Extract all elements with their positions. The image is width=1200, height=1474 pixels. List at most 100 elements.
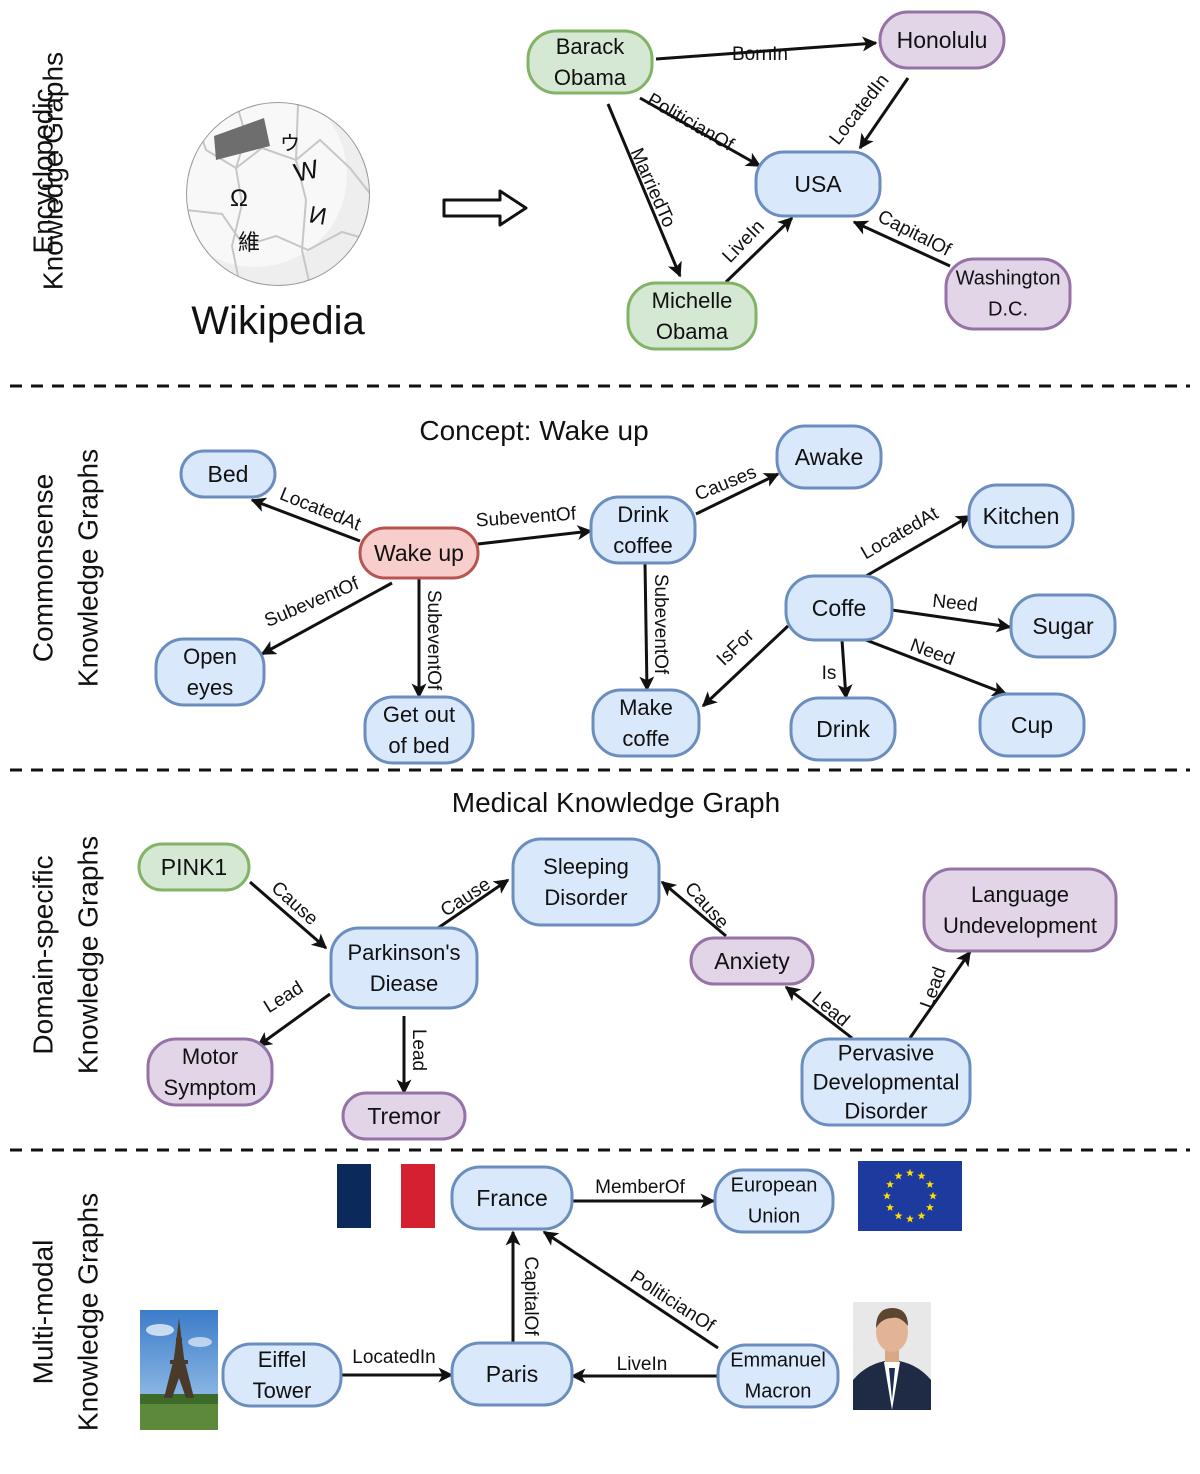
- eu-star-icon: [917, 1171, 926, 1180]
- node-label: Motor: [182, 1044, 238, 1069]
- node-shape: [589, 495, 697, 565]
- edge-macron-france: [542, 1230, 719, 1350]
- node-pink1: PINK1: [137, 842, 251, 892]
- hollow-arrow-icon: [442, 189, 528, 227]
- edge-label: LiveIn: [718, 216, 768, 267]
- macron-portrait-photo: [853, 1302, 931, 1410]
- node-label: Awake: [795, 444, 864, 470]
- edge-label: Lead: [807, 988, 853, 1031]
- eiffel-tower-photo: [140, 1310, 218, 1430]
- node-label: Honolulu: [897, 27, 988, 53]
- edge-label: LocatedAt: [277, 484, 365, 536]
- wikipedia-globe-icon: W Ω И 維 ウ: [186, 102, 370, 286]
- node-label: Symptom: [164, 1075, 257, 1100]
- node-label: Make: [619, 695, 673, 720]
- edge-label: Lead: [408, 1029, 429, 1071]
- node-label: Tower: [253, 1378, 312, 1403]
- edge-drinkcoffee-awake: [695, 472, 780, 516]
- node-shape: [591, 688, 701, 758]
- eu-star-icon: [906, 1168, 914, 1177]
- eu-star-icon: [894, 1211, 903, 1220]
- node-shape: [221, 1342, 343, 1408]
- node-label: Macron: [745, 1381, 812, 1403]
- node-shape: [526, 29, 654, 95]
- node-label: USA: [794, 171, 842, 197]
- node-coffe: Coffe: [784, 574, 894, 642]
- wiki-glyph: ウ: [280, 133, 300, 155]
- node-cup: Cup: [978, 692, 1086, 758]
- section-label-domain: Knowledge Graphs: [72, 836, 103, 1074]
- edge-washington-usa: [852, 220, 951, 268]
- edge-pervasive-anxiety: [784, 985, 853, 1040]
- node-label: Obama: [554, 65, 627, 90]
- node-label: Undevelopment: [943, 913, 1097, 938]
- node-label: Developmental: [813, 1070, 960, 1095]
- eu-star-icon: [886, 1180, 895, 1188]
- node-shape: [154, 637, 266, 707]
- eu-star-icon: [906, 1214, 914, 1223]
- edge-label: LocatedIn: [352, 1347, 435, 1368]
- node-label: Cup: [1011, 712, 1053, 738]
- node-label: European: [731, 1175, 818, 1197]
- section-label-multimodal: Knowledge Graphs: [72, 1193, 103, 1431]
- medical-title: Medical Knowledge Graph: [452, 787, 780, 818]
- node-bed: Bed: [179, 449, 277, 499]
- node-label: of bed: [388, 733, 449, 758]
- node-shape: [689, 936, 815, 986]
- edge-drinkcoffee-makecoffe: [639, 562, 655, 692]
- node-label: Wake up: [374, 540, 464, 566]
- eu-star-icon: [886, 1203, 895, 1211]
- section-dividers: [10, 384, 1190, 1152]
- edge-label: SubeventOf: [650, 574, 671, 675]
- node-label: Bed: [208, 461, 249, 487]
- node-label: Parkinson's: [347, 940, 460, 965]
- node-awake: Awake: [775, 424, 883, 490]
- node-label: Get out: [383, 702, 455, 727]
- node-shape: [358, 526, 480, 580]
- edge-parkinsons-sleeping: [437, 878, 510, 930]
- node-shape: [878, 10, 1006, 70]
- node-label: Barack: [556, 34, 625, 59]
- edge-label: MarriedTo: [626, 145, 680, 231]
- node-sugar: Sugar: [1009, 593, 1117, 659]
- node-label: coffee: [613, 533, 673, 558]
- node-tremor: Tremor: [341, 1091, 467, 1141]
- node-label: Kitchen: [983, 503, 1060, 529]
- section-label-multimodal: Multi-modal: [27, 1240, 58, 1385]
- eu-flag-icon: [858, 1161, 962, 1231]
- node-shape: [329, 926, 479, 1010]
- eu-star-icon: [894, 1171, 903, 1180]
- node-label: Sugar: [1032, 613, 1094, 639]
- node-label: Coffe: [812, 595, 867, 621]
- node-shape: [137, 842, 251, 892]
- edge-label: LiveIn: [617, 1354, 668, 1375]
- edge-michelle-usa: [724, 216, 794, 284]
- node-label: Drink: [816, 716, 870, 742]
- node-label: France: [476, 1185, 548, 1211]
- node-shape: [179, 449, 277, 499]
- eu-star-icon: [925, 1203, 934, 1211]
- node-honolulu: Honolulu: [878, 10, 1006, 70]
- node-label: Disorder: [844, 1099, 927, 1124]
- node-shape: [967, 483, 1075, 549]
- node-label: eyes: [187, 675, 233, 700]
- node-label: Diease: [370, 971, 438, 996]
- edge-label: IsFor: [713, 625, 759, 671]
- edge-label: LocatedIn: [826, 70, 894, 149]
- node-shape: [716, 1343, 840, 1409]
- edge-honolulu-usa: [858, 77, 910, 150]
- edge-label: SubeventOf: [475, 503, 577, 531]
- edge-pervasive-language: [908, 950, 972, 1039]
- section-label-commonsense: Commonsense: [27, 474, 58, 662]
- node-shape: [1009, 593, 1117, 659]
- edge-pink1-parkinsons: [249, 880, 328, 950]
- node-label: Washington: [956, 268, 1061, 290]
